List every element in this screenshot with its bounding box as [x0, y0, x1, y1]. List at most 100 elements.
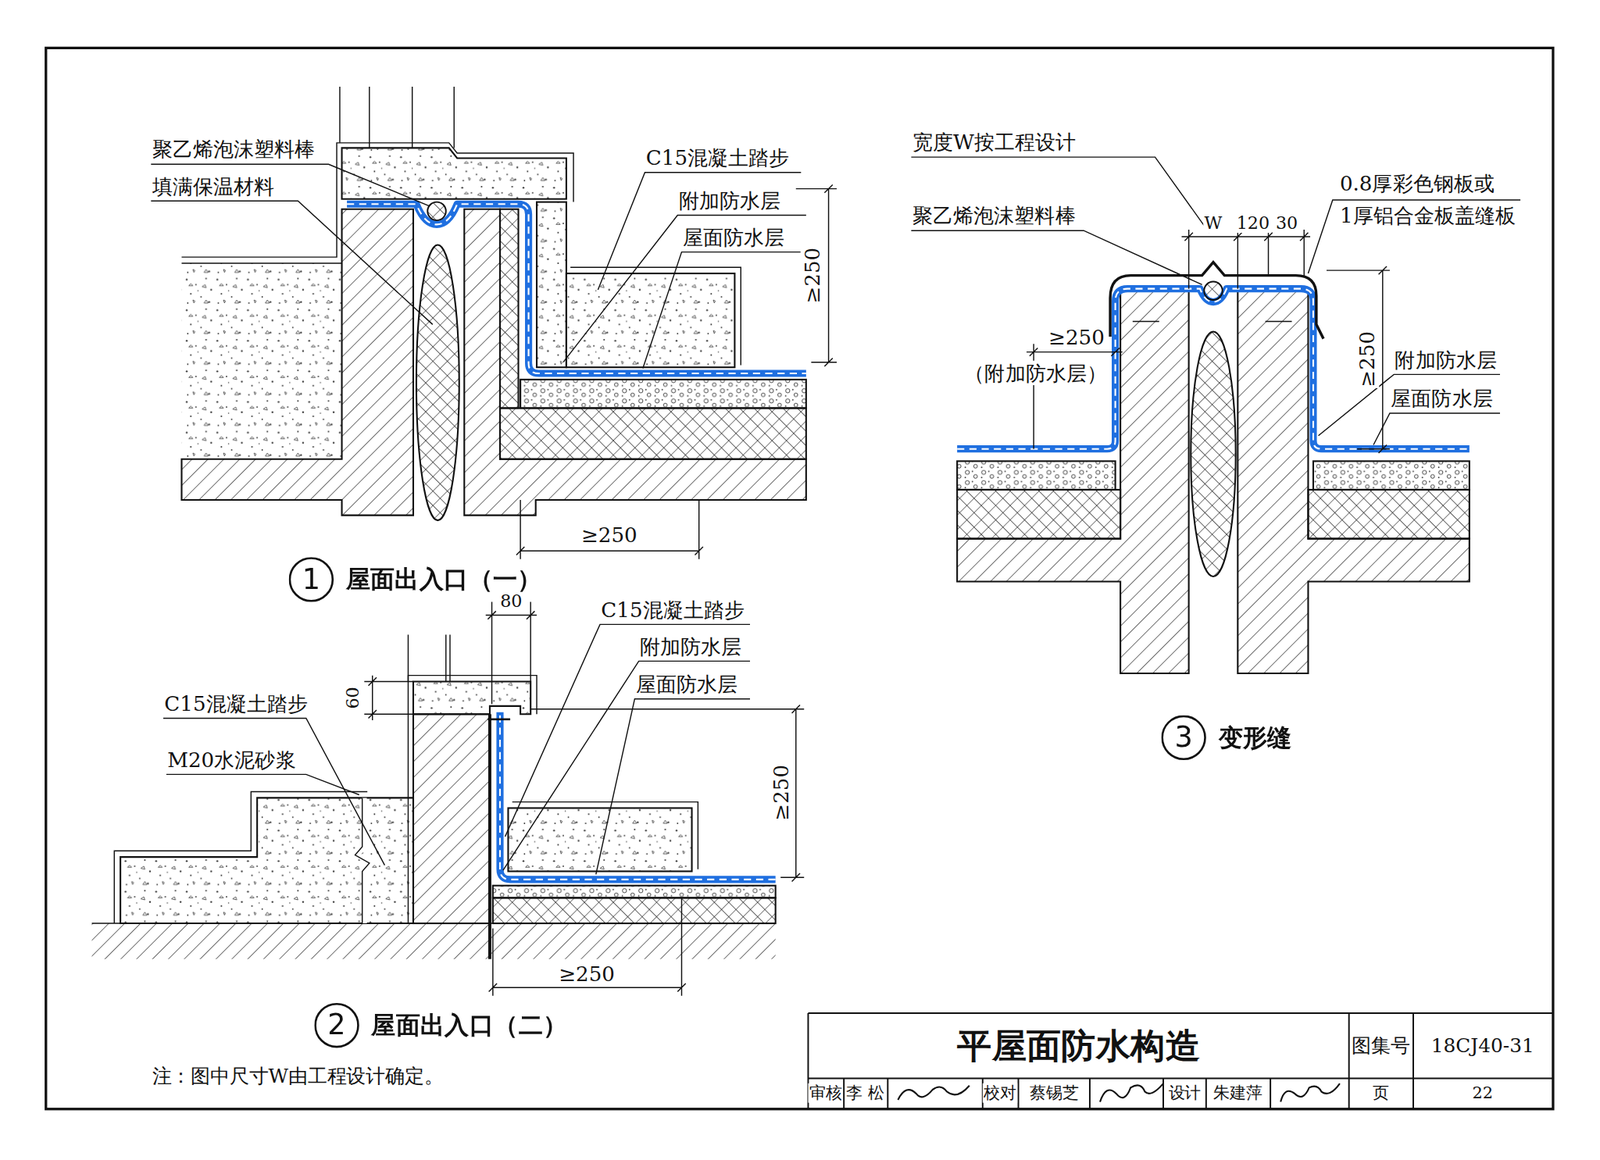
title-block-cell: 18CJ40-31: [1429, 1033, 1536, 1057]
dimension: 120: [1235, 212, 1271, 233]
leader-lines: [1318, 374, 1500, 436]
dimension-lines: [530, 705, 804, 883]
detail-3-section: [1190, 331, 1236, 576]
detail-1-section: [181, 262, 342, 264]
callout-label: C15混凝土踏步: [600, 597, 746, 622]
title-block-cell: 页: [1371, 1084, 1390, 1104]
dimension-lines: [1326, 266, 1390, 454]
title-block-cell: 图集号: [1350, 1035, 1411, 1058]
detail-2-section: [92, 634, 776, 959]
detail-1-section: [500, 209, 519, 409]
detail-2-section: [487, 718, 511, 722]
detail-number-circle: 3变形缝: [1160, 715, 1206, 761]
title-block-cell: 蔡锡芝: [1028, 1083, 1080, 1104]
dimension: 120: [1235, 213, 1271, 234]
callout-label: 1厚铝合金板盖缝板: [1339, 204, 1518, 229]
title-block-cell: 朱建萍: [1212, 1084, 1264, 1104]
dimension-note: （附加防水层）: [963, 360, 1108, 386]
detail-1-section: [416, 244, 460, 521]
detail-caption: 变形缝: [1218, 721, 1293, 754]
detail-number-circle: 1屋面出入口（一）: [289, 557, 334, 602]
detail-2-section: [114, 792, 368, 924]
detail-1-section: [181, 209, 413, 516]
detail-1-section: [536, 202, 567, 368]
leader-lines: [1373, 413, 1500, 445]
title-block-cell: 页: [1371, 1083, 1390, 1104]
detail-2-section: [492, 897, 776, 924]
detail-number: 3: [1174, 723, 1193, 753]
dimension: 30: [1275, 213, 1300, 234]
dimension: W: [1203, 213, 1223, 234]
callout-label: 聚乙烯泡沫塑料棒: [910, 204, 1077, 229]
dimension: ≥250: [557, 961, 616, 986]
detail-caption: 屋面出入口（一）: [346, 563, 543, 597]
detail-2-section: [500, 712, 776, 880]
leader-lines: [642, 252, 807, 369]
detail-2-section: [407, 634, 450, 682]
callout-label: 聚乙烯泡沫塑料棒: [150, 138, 317, 162]
detail-3-section: [957, 289, 1470, 450]
dimension: ≥250: [580, 524, 639, 548]
detail-3-section: [957, 460, 1115, 490]
detail-1-section: [346, 203, 807, 374]
leader-lines: [910, 230, 1202, 285]
dimension: ≥250: [800, 246, 825, 304]
dimension: ≥250: [580, 522, 639, 547]
callout-label: M20水泥砂浆: [166, 747, 297, 772]
detail-1-section: [464, 209, 807, 516]
detail-3-section: [957, 489, 1121, 540]
drawing-title: 平屋面防水构造: [956, 1025, 1201, 1066]
callout-label: 附加防水层: [677, 189, 782, 213]
sheet-frame: [46, 47, 1554, 1109]
callout-label: 聚乙烯泡沫塑料棒: [150, 137, 317, 162]
callout-label: 聚乙烯泡沫塑料棒: [910, 203, 1077, 229]
leader-lines: [150, 164, 430, 207]
leader-lines: [596, 699, 750, 875]
callout-label: 填满保温材料: [150, 175, 275, 199]
detail-number: 1: [302, 565, 321, 595]
callout-label: 附加防水层: [677, 188, 782, 213]
dimension: ≥250: [1047, 325, 1106, 350]
detail-2-section: [355, 797, 370, 924]
title-block-cell: 设计: [1167, 1084, 1202, 1104]
detail-3-section: [1110, 262, 1324, 340]
detail-1-section: [570, 267, 741, 365]
detail-caption: 屋面出入口（二）: [371, 1009, 568, 1043]
detail-2-section: [488, 714, 492, 959]
callout-label: C15混凝土踏步: [600, 598, 746, 622]
dimension: 60: [342, 685, 363, 711]
detail-3-section: [1307, 489, 1469, 540]
detail-3-section: [957, 289, 1470, 450]
leader-lines: [563, 215, 807, 363]
dimension-lines: [485, 602, 537, 705]
dimension-note: （附加防水层）: [963, 361, 1108, 386]
callout-label: C15混凝土踏步: [163, 692, 309, 716]
title-block-cell: 22: [1471, 1084, 1494, 1104]
title-block-cell: 审核: [807, 1083, 843, 1104]
sheet-frame: [807, 1013, 1553, 1110]
title-block-cell: 审核: [807, 1084, 843, 1104]
callout-label: 屋面防水层: [634, 671, 739, 697]
dimension: ≥250: [801, 246, 825, 304]
leader-lines: [150, 157, 1521, 875]
callout-label: 屋面防水层: [1389, 385, 1494, 411]
callout-label: 宽度W按工程设计: [910, 130, 1077, 155]
dimension: ≥250: [557, 962, 616, 986]
leader-lines: [166, 774, 360, 795]
detail-2-section: [507, 807, 692, 872]
title-block-cell: 蔡锡芝: [1028, 1084, 1080, 1104]
callout-label: 屋面防水层: [634, 672, 739, 697]
callout-label: M20水泥砂浆: [166, 748, 297, 772]
callout-label: 屋面防水层: [681, 225, 786, 250]
leader-lines: [503, 660, 750, 871]
detail-number: 2: [327, 1010, 346, 1040]
title-block-cell: 李 松: [845, 1084, 886, 1104]
detail-3-section: [957, 262, 1470, 674]
callout-label: C15混凝土踏步: [644, 145, 790, 170]
detail-3-section: [1132, 321, 1293, 322]
leader-lines: [910, 157, 1209, 233]
detail-1-section: [346, 203, 807, 374]
dimension: ≥250: [1355, 330, 1379, 389]
detail-3-section: [1313, 460, 1470, 490]
